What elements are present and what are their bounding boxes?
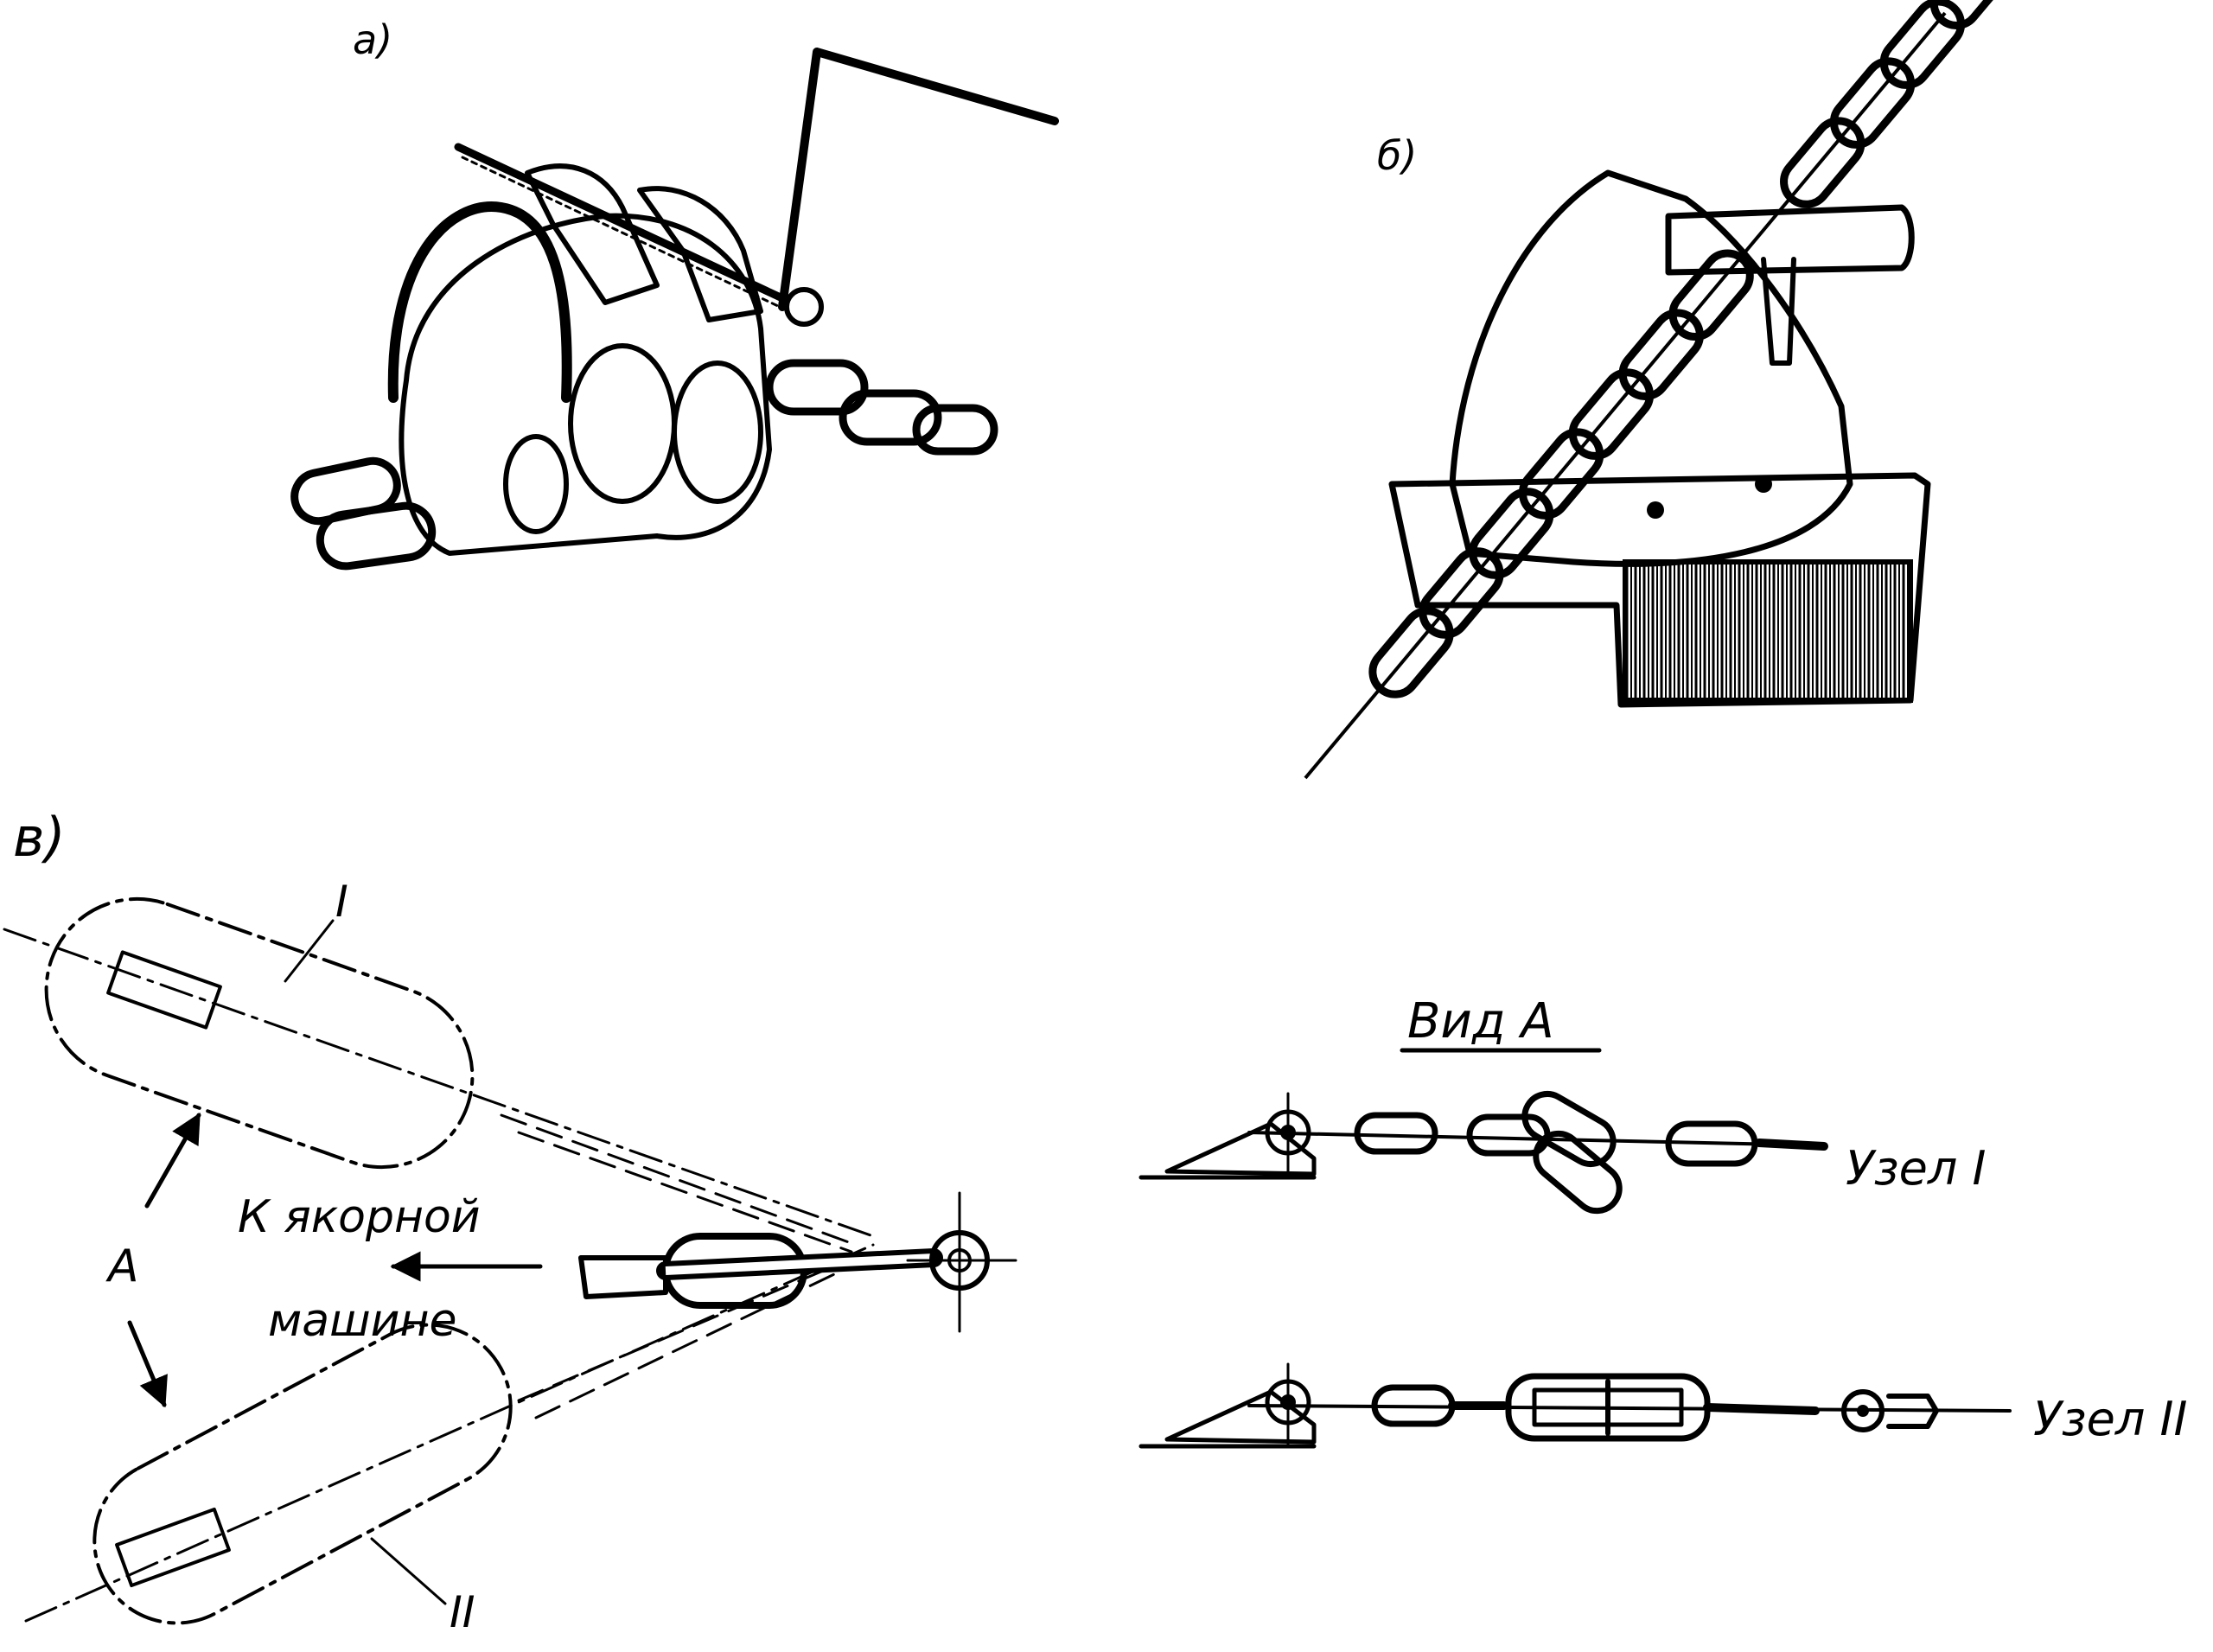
view-a-arrow-down bbox=[127, 1320, 168, 1408]
node-1-outline bbox=[44, 896, 475, 1170]
node-2-outline bbox=[92, 1323, 513, 1625]
stopper-shackle bbox=[387, 201, 572, 403]
panel-v-label: в) bbox=[13, 806, 66, 869]
node-1-roman: I bbox=[335, 877, 348, 927]
node-2-label: Узел II bbox=[2033, 1392, 2187, 1446]
view-a-letter: А bbox=[105, 1241, 139, 1292]
screw-thread bbox=[461, 156, 780, 308]
screw-spindle bbox=[454, 143, 787, 303]
stopper-body bbox=[399, 213, 772, 556]
stopper-base-ribs bbox=[1623, 559, 1913, 703]
stopper-lever bbox=[1665, 204, 1915, 276]
node-2-detail: Узел II bbox=[1138, 1362, 2187, 1449]
panel-a-screw-stopper: а) bbox=[290, 16, 1059, 571]
panel-b-bow-stopper: б) bbox=[1304, 0, 2015, 780]
stopper-roller bbox=[568, 343, 677, 504]
crank-hub bbox=[784, 287, 824, 327]
stopper-jaw bbox=[525, 163, 660, 305]
view-a-title: Вид А bbox=[1407, 993, 1554, 1049]
stopper-jaw-rear bbox=[637, 186, 763, 322]
view-a-arrow-up bbox=[144, 1112, 201, 1209]
panel-a-label: а) bbox=[353, 16, 392, 63]
panel-b-label: б) bbox=[1377, 132, 1417, 179]
node-1-leader bbox=[284, 919, 335, 983]
rivet-2 bbox=[1755, 475, 1772, 493]
central-chain-eye bbox=[578, 1191, 1017, 1333]
node-1-axis bbox=[3, 928, 875, 1238]
view-a-details: Вид А Узел I bbox=[1138, 993, 2187, 1449]
chain-a-right bbox=[765, 359, 998, 456]
stopper-pawl bbox=[503, 434, 569, 534]
node-1-stopper-block bbox=[106, 950, 222, 1030]
node-2-leader bbox=[370, 1537, 447, 1605]
arrow-text-line-2: машине bbox=[268, 1295, 456, 1347]
stopper-pawl-slot bbox=[1761, 257, 1796, 366]
stopper-roller-2 bbox=[672, 360, 763, 504]
chain-a-left bbox=[290, 456, 437, 571]
arrow-text-line-1: К якорной bbox=[238, 1191, 481, 1243]
rivet-1 bbox=[1647, 501, 1664, 519]
converging-dashes bbox=[500, 1113, 858, 1419]
node-1-detail: Узел I bbox=[1138, 1091, 1986, 1215]
node-2-stopper-block bbox=[115, 1507, 231, 1588]
stopper-casting bbox=[1449, 169, 1853, 567]
node-2-roman: II bbox=[450, 1587, 475, 1637]
node-2-axis bbox=[24, 1243, 875, 1623]
crank-handle bbox=[778, 48, 1059, 311]
chain-b bbox=[1304, 0, 2015, 780]
node-1-label: Узел I bbox=[1846, 1141, 1986, 1196]
panel-v-scheme: в) I II bbox=[3, 806, 1017, 1637]
